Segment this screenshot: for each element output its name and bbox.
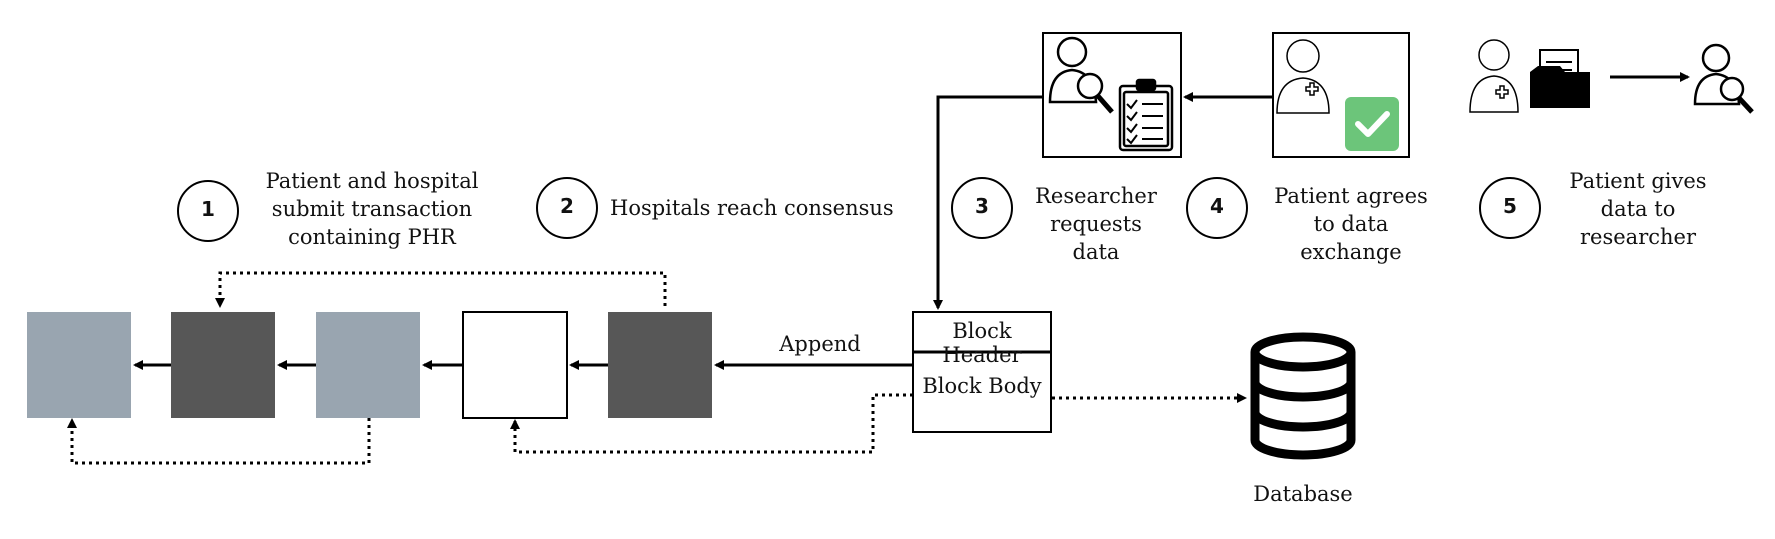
step-5-number: 5	[1503, 194, 1517, 218]
researcher-icon	[1048, 36, 1114, 114]
checkmark-icon	[1345, 97, 1399, 151]
step-4-label: Patient agrees to data exchange	[1274, 184, 1428, 264]
chain-block-2	[171, 312, 275, 418]
dotted-links	[67, 271, 1247, 465]
chain-block-1	[27, 312, 131, 418]
chain-block-3	[316, 312, 420, 418]
block-header-label: Block Header	[942, 319, 1022, 367]
step-circles	[177, 177, 1541, 242]
block-body-label: Block Body	[922, 374, 1042, 398]
step-5-circle	[1479, 177, 1541, 239]
patient-icon-step5	[1469, 39, 1519, 113]
chain-block-5	[608, 312, 712, 418]
step-1-label: Patient and hospital submit transaction …	[265, 169, 479, 249]
chain-block-4	[462, 311, 568, 419]
folder-icon	[1530, 49, 1590, 108]
step-2-label: Hospitals reach consensus	[610, 196, 894, 220]
database-icon	[1250, 332, 1356, 460]
step-2-circle	[536, 177, 598, 239]
clipboard-icon	[1118, 78, 1174, 152]
step-2-number: 2	[560, 194, 574, 218]
step-1-number: 1	[201, 197, 215, 221]
step-1-circle	[177, 180, 239, 242]
step-5-label: Patient gives data to researcher	[1569, 169, 1707, 249]
step-4-number: 4	[1210, 194, 1224, 218]
step-3-circle	[951, 177, 1013, 239]
database-label: Database	[1253, 482, 1353, 506]
step-4-circle	[1186, 177, 1248, 239]
patient-icon	[1276, 39, 1330, 114]
block-box	[912, 311, 1052, 433]
request-arrow	[933, 95, 1043, 310]
step-3-number: 3	[975, 194, 989, 218]
researcher-icon-step5	[1693, 43, 1754, 114]
step-3-label: Researcher requests data	[1035, 184, 1157, 264]
append-label: Append	[779, 332, 861, 356]
